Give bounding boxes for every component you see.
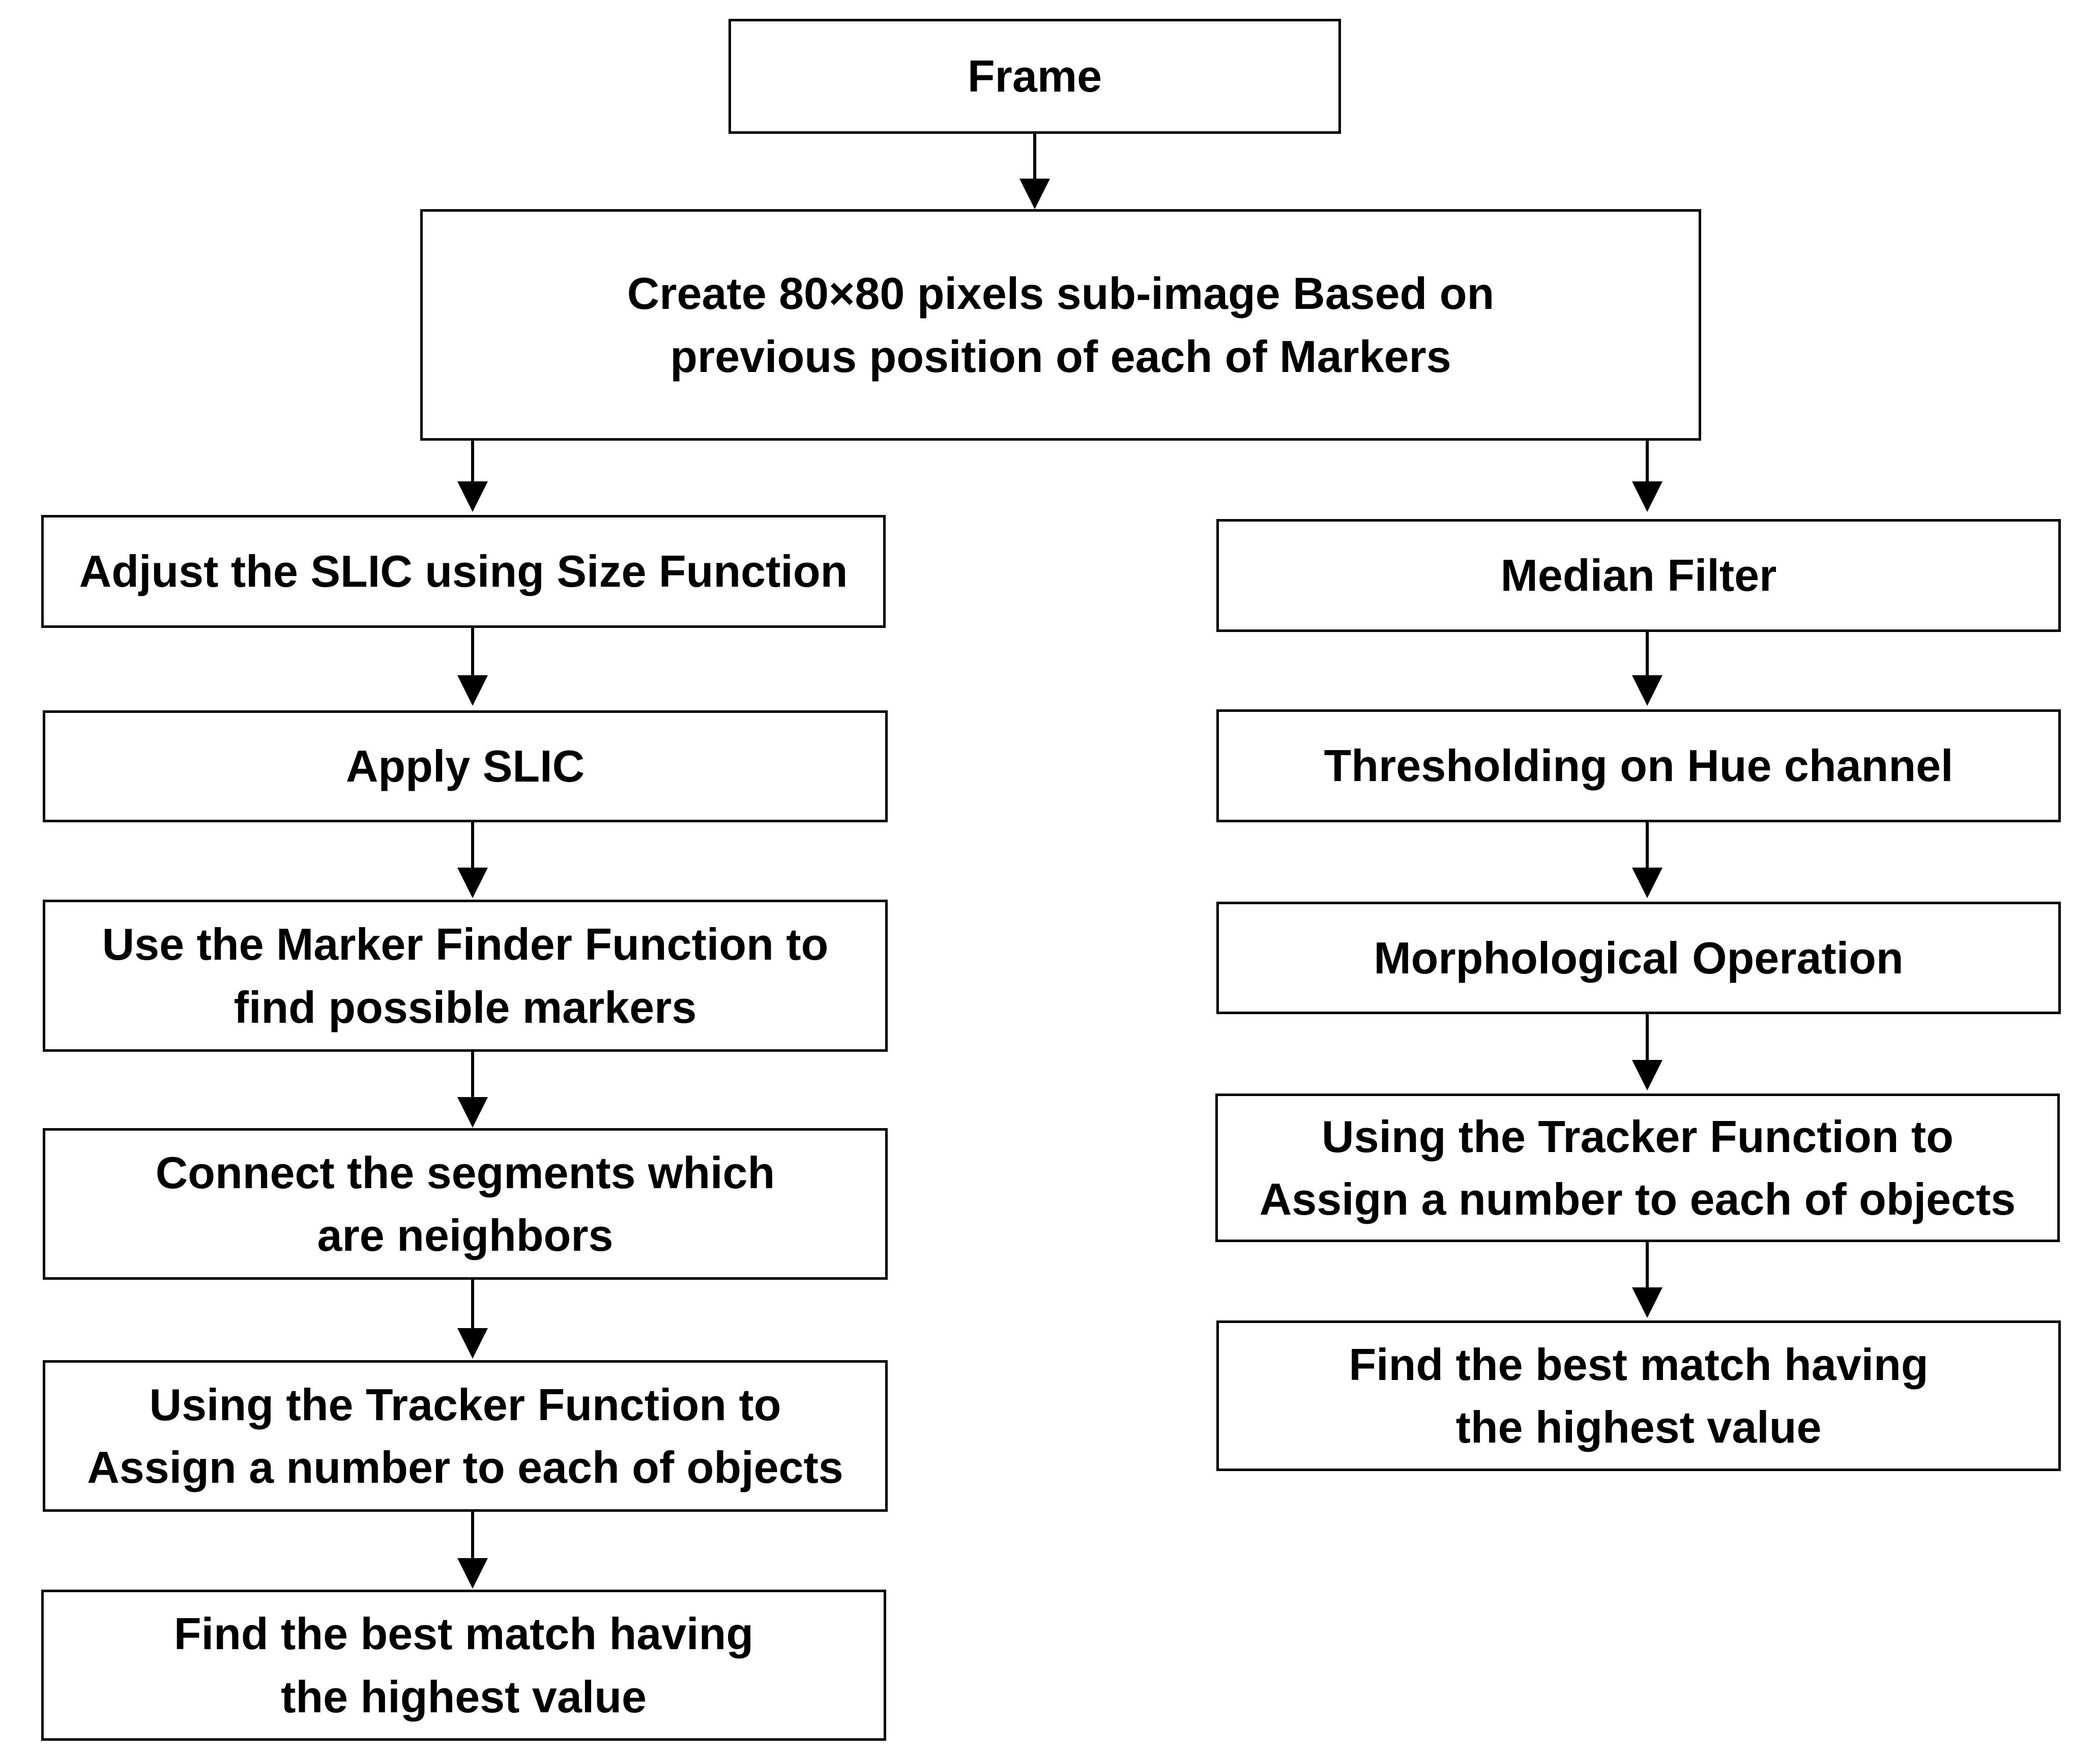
frame-label: Frame [967, 51, 1102, 102]
left-step-best-match: Find the best match having the highest v… [41, 1590, 886, 1741]
left-step-label: Adjust the SLIC using Size Function [79, 546, 848, 597]
right-step-label: Morphological Operation [1374, 932, 1904, 983]
right-step-label: Using the Tracker Function to Assign a n… [1259, 1111, 2016, 1224]
frame-box: Frame [728, 19, 1341, 134]
create-subimage-label: Create 80×80 pixels sub-image Based on p… [627, 268, 1495, 382]
left-step-connect-segments: Connect the segments which are neighbors [43, 1128, 888, 1280]
right-step-label: Find the best match having the highest v… [1349, 1339, 1929, 1452]
left-step-label: Find the best match having the highest v… [173, 1608, 754, 1722]
left-step-label: Connect the segments which are neighbors [155, 1147, 775, 1260]
left-step-marker-finder: Use the Marker Finder Function to find p… [43, 900, 888, 1052]
left-step-apply-slic: Apply SLIC [43, 710, 888, 822]
left-step-label: Using the Tracker Function to Assign a n… [87, 1379, 843, 1492]
create-subimage-box: Create 80×80 pixels sub-image Based on p… [420, 209, 1701, 441]
left-step-adjust-slic: Adjust the SLIC using Size Function [41, 515, 886, 628]
right-step-tracker-function: Using the Tracker Function to Assign a n… [1215, 1094, 2060, 1242]
right-step-best-match: Find the best match having the highest v… [1216, 1320, 2061, 1471]
left-step-label: Apply SLIC [345, 741, 585, 792]
right-step-thresholding: Thresholding on Hue channel [1216, 709, 2061, 822]
right-step-median-filter: Median Filter [1216, 519, 2061, 632]
right-step-label: Thresholding on Hue channel [1324, 740, 1953, 791]
right-step-label: Median Filter [1500, 550, 1777, 601]
left-step-tracker-function: Using the Tracker Function to Assign a n… [43, 1360, 888, 1512]
left-step-label: Use the Marker Finder Function to find p… [102, 919, 829, 1032]
right-step-morphological: Morphological Operation [1216, 902, 2061, 1014]
